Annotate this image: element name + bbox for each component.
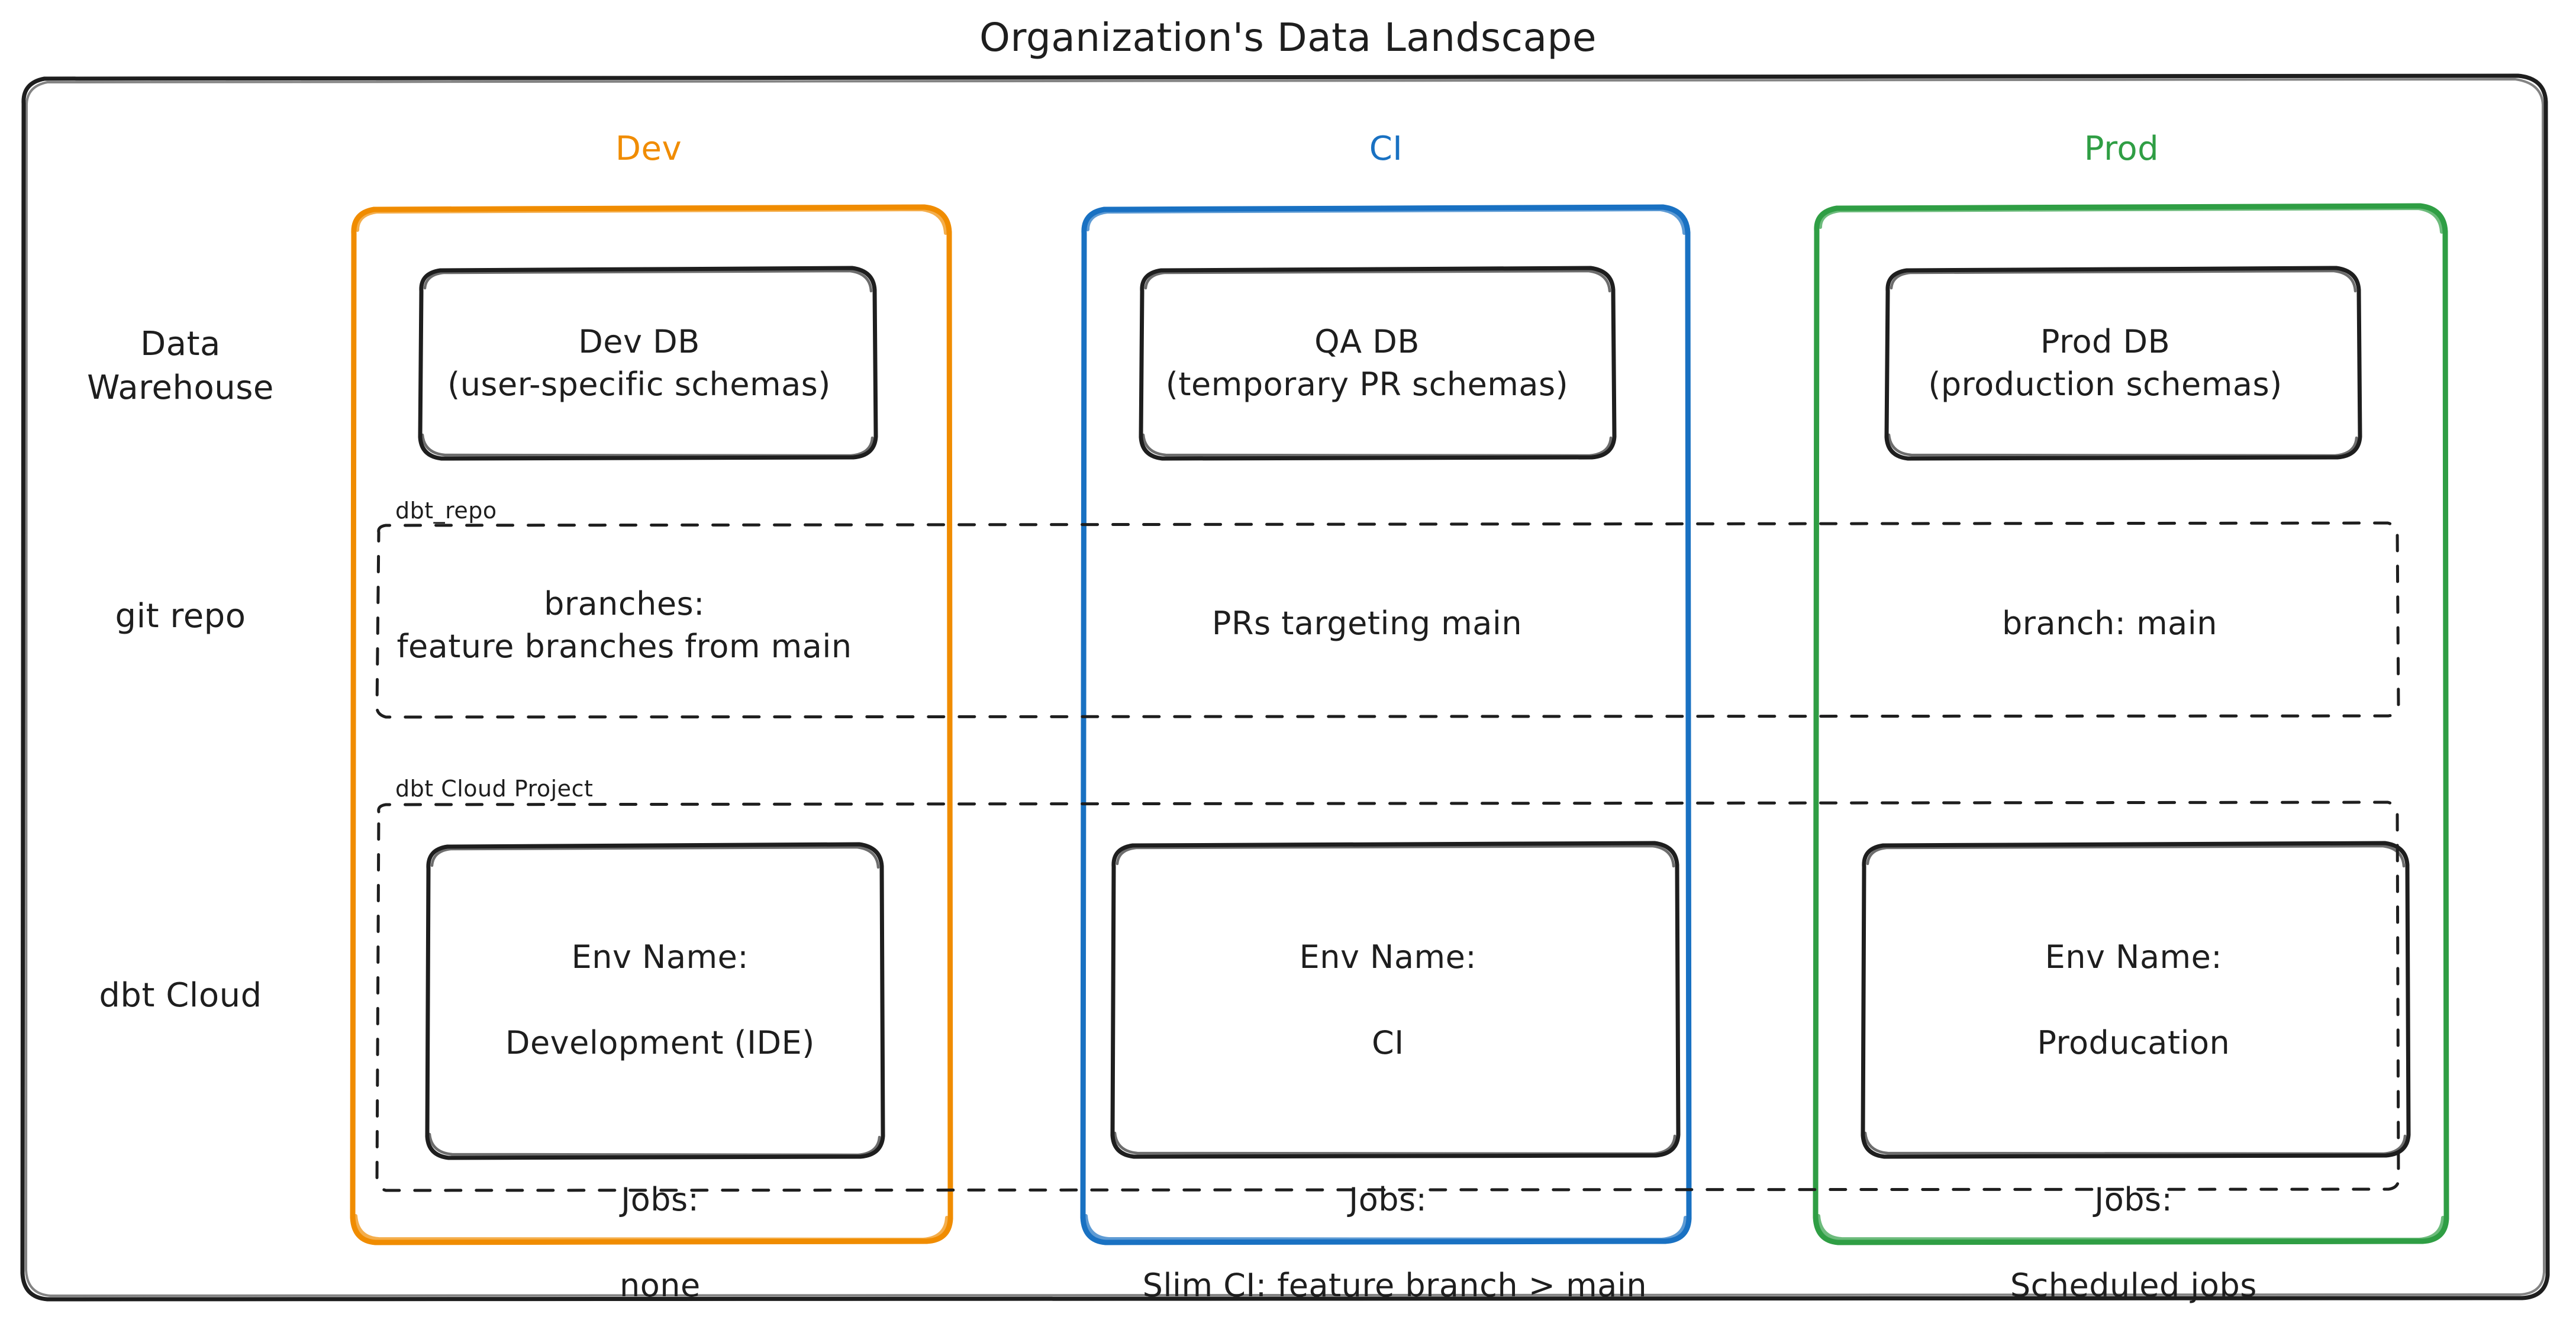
env-box-label-dev: Env Name: Development (IDE) Jobs: none (414, 893, 864, 1317)
db-box-label-prod: Prod DB (production schemas) (1928, 323, 2282, 404)
env-name-label-ci: Env Name: (1299, 938, 1477, 976)
row-label-dbt-cloud: dbt Cloud (99, 976, 262, 1015)
column-label-ci: CI (1369, 130, 1403, 168)
env-spacer-ci (1101, 1108, 1633, 1136)
group-label-dbt-cloud-project: dbt Cloud Project (395, 776, 594, 802)
env-name-label-prod: Env Name: (2045, 938, 2223, 976)
column-label-prod: Prod (2084, 130, 2159, 168)
jobs-value-dev: none (619, 1266, 701, 1304)
env-name-value-dev: Development (IDE) (505, 1024, 815, 1062)
git-repo-label-prod: branch: main (2002, 605, 2217, 642)
db-box-label-ci: QA DB (temporary PR schemas) (1165, 323, 1569, 404)
jobs-value-ci: Slim CI: feature branch > main (1142, 1266, 1648, 1304)
row-label-data-warehouse: Data Warehouse (87, 325, 274, 407)
env-name-value-prod: Producation (2037, 1024, 2230, 1062)
git-repo-label-dev: branches: feature branches from main (396, 585, 852, 666)
column-label-dev: Dev (615, 130, 682, 168)
env-spacer-dev (414, 1108, 864, 1136)
env-spacer-prod (1846, 1108, 2379, 1136)
env-name-label-dev: Env Name: (571, 938, 749, 976)
env-name-value-ci: CI (1372, 1024, 1404, 1062)
jobs-value-prod: Scheduled jobs (2010, 1266, 2257, 1304)
db-box-label-dev: Dev DB (user-specific schemas) (447, 323, 831, 404)
jobs-label-prod: Jobs: (2094, 1181, 2173, 1219)
group-label-dbt-repo: dbt_repo (395, 498, 497, 524)
jobs-label-ci: Jobs: (1349, 1181, 1427, 1219)
env-box-label-ci: Env Name: CI Jobs: Slim CI: feature bran… (1101, 893, 1647, 1317)
jobs-label-dev: Jobs: (621, 1181, 699, 1219)
env-box-label-prod: Env Name: Producation Jobs: Scheduled jo… (1846, 893, 2379, 1317)
row-label-git-repo: git repo (115, 597, 246, 635)
page-title: Organization's Data Landscape (979, 15, 1597, 60)
git-repo-label-ci: PRs targeting main (1211, 605, 1523, 642)
